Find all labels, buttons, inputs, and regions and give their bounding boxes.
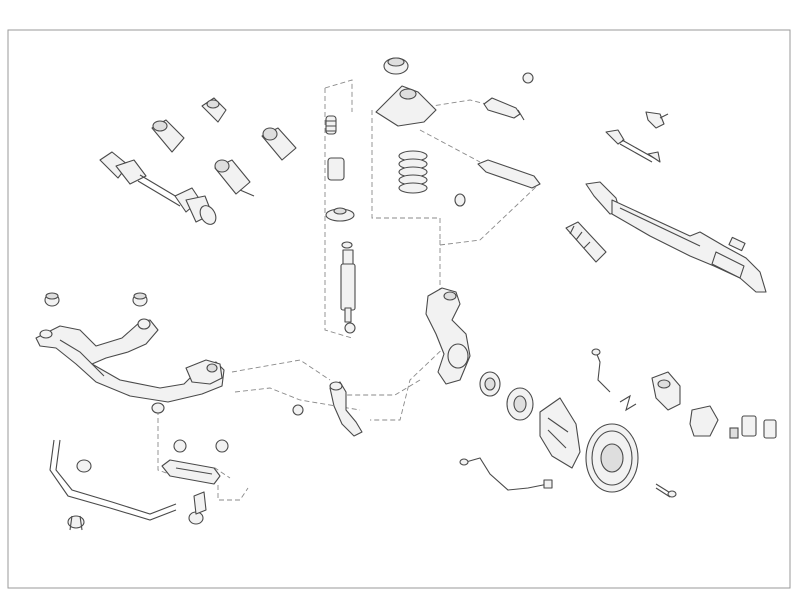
wheel-hub <box>479 371 534 421</box>
wheel-bolt <box>655 483 677 498</box>
stabilizer-link <box>193 491 207 515</box>
coil-spring <box>398 150 428 194</box>
subframe <box>35 318 225 414</box>
steering-rack <box>585 181 767 293</box>
abs-sensor <box>459 457 553 491</box>
lower-control-arm <box>161 381 363 485</box>
drive-shaft <box>99 151 217 225</box>
caliper-bracket <box>689 405 719 437</box>
tie-rod-end <box>605 111 669 163</box>
cv-joint-boot-kit <box>151 97 297 197</box>
stabilizer-bar <box>49 439 204 531</box>
steering-knuckle <box>425 287 471 385</box>
control-arm-bushing <box>44 292 304 473</box>
brake-shield <box>539 397 581 469</box>
brake-disc <box>585 423 639 493</box>
bump-stop <box>325 115 355 222</box>
brake-pads <box>729 415 777 439</box>
upper-control-arm <box>454 72 541 207</box>
strut-top-mount <box>375 57 437 127</box>
rack-boot <box>565 221 607 263</box>
diagram-frame <box>7 29 791 589</box>
assembly-leader-lines <box>157 79 539 501</box>
brake-caliper <box>651 371 681 411</box>
brake-hose <box>591 348 637 412</box>
shock-absorber <box>340 241 356 334</box>
